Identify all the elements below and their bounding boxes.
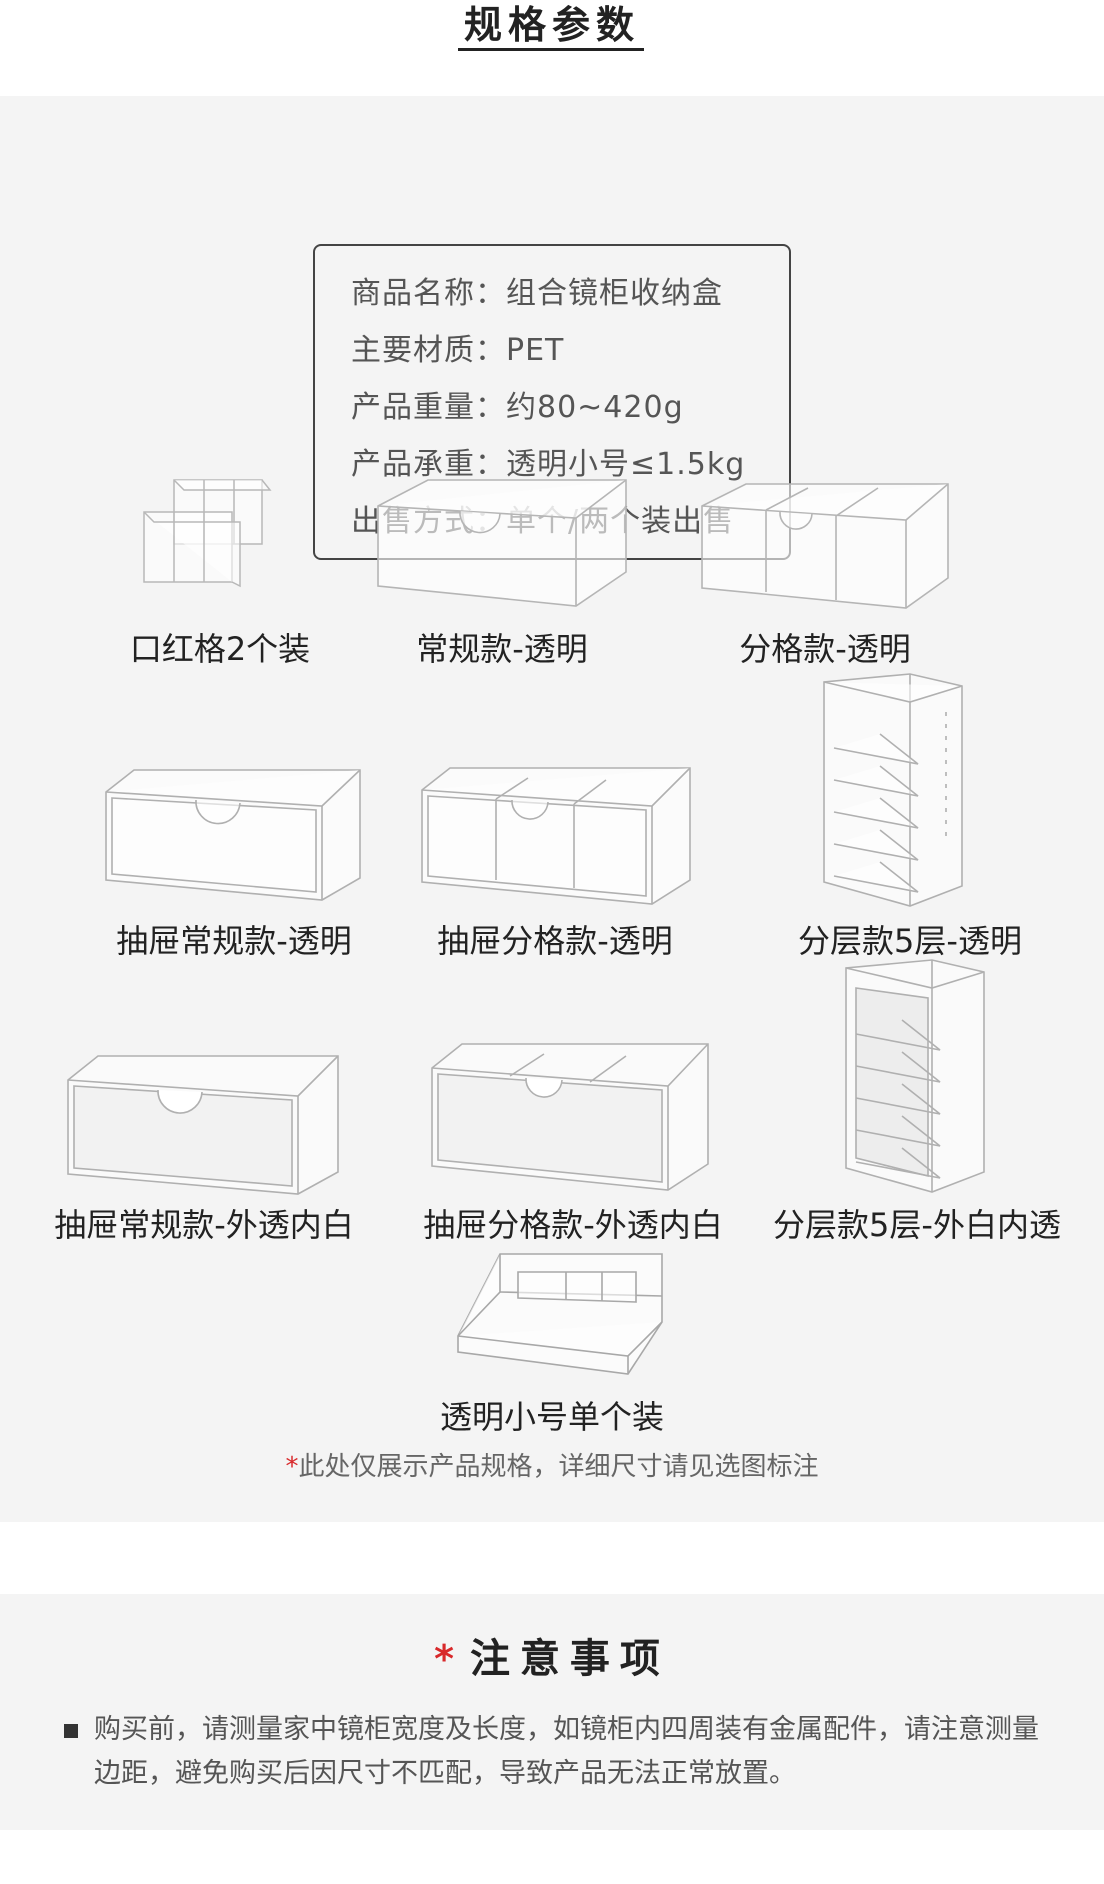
product-label: 抽屉常规款-外透内白 — [54, 1206, 354, 1244]
product-label: 抽屉分格款-外透内白 — [423, 1206, 723, 1244]
layered-white-image — [845, 959, 985, 1193]
drawer-regular-white-image — [67, 1055, 339, 1195]
title-underline — [458, 48, 644, 51]
header: 规格参数 — [0, 0, 1104, 96]
caution-section: *注意事项 购买前，请测量家中镜柜宽度及长度，如镜柜内四周装有金属配件，请注意测… — [0, 1594, 1104, 1830]
spec-label: 产品承重： — [351, 447, 506, 482]
product-label: 抽屉常规款-透明 — [116, 922, 352, 960]
spec-label: 商品名称： — [351, 276, 506, 311]
product-label: 常规款-透明 — [416, 630, 588, 668]
bullet-square-icon — [64, 1724, 78, 1738]
spec-section: 商品名称：组合镜柜收纳盒 主要材质：PET 产品重量：约80~420g 产品承重… — [0, 96, 1104, 1522]
caution-title: *注意事项 — [0, 1626, 1104, 1684]
product-label: 分格款-透明 — [739, 630, 911, 668]
product-label: 口红格2个装 — [129, 630, 311, 668]
spec-row-name: 商品名称：组合镜柜收纳盒 — [351, 268, 723, 312]
drawer-divided-image — [421, 767, 691, 905]
spec-value: PET — [506, 333, 565, 368]
page-title: 规格参数 — [463, 3, 640, 47]
caution-star: * — [434, 1637, 464, 1681]
layered-clear-image — [823, 673, 963, 907]
spec-row-load: 产品承重：透明小号≤1.5kg — [351, 439, 745, 483]
spec-row-weight: 产品重量：约80~420g — [351, 382, 684, 426]
spec-label: 产品重量： — [351, 390, 506, 425]
spec-value: 组合镜柜收纳盒 — [506, 276, 723, 311]
small-clear-image — [457, 1253, 663, 1375]
spec-label: 主要材质： — [351, 333, 506, 368]
regular-box-image — [377, 479, 627, 607]
product-label: 分层款5层-透明 — [798, 922, 1022, 960]
lipstick-grid-image — [143, 479, 272, 588]
drawer-regular-image — [105, 769, 361, 901]
divided-box-image — [701, 483, 949, 609]
drawer-divided-white-image — [431, 1043, 709, 1191]
note-text: 此处仅展示产品规格，详细尺寸请见选图标注 — [298, 1452, 819, 1482]
caution-title-text: 注意事项 — [469, 1636, 670, 1682]
note-star: * — [285, 1452, 299, 1482]
caution-text: 购买前，请测量家中镜柜宽度及长度，如镜柜内四周装有金属配件，请注意测量边距，避免… — [94, 1714, 1039, 1789]
spec-row-material: 主要材质：PET — [351, 325, 564, 369]
spec-value: 透明小号≤1.5kg — [506, 447, 746, 482]
product-label: 分层款5层-外白内透 — [773, 1206, 1061, 1244]
spec-value: 约80~420g — [506, 390, 684, 425]
product-label: 透明小号单个装 — [439, 1398, 664, 1436]
product-label: 抽屉分格款-透明 — [437, 922, 673, 960]
spec-note: *此处仅展示产品规格，详细尺寸请见选图标注 — [0, 1446, 1104, 1483]
